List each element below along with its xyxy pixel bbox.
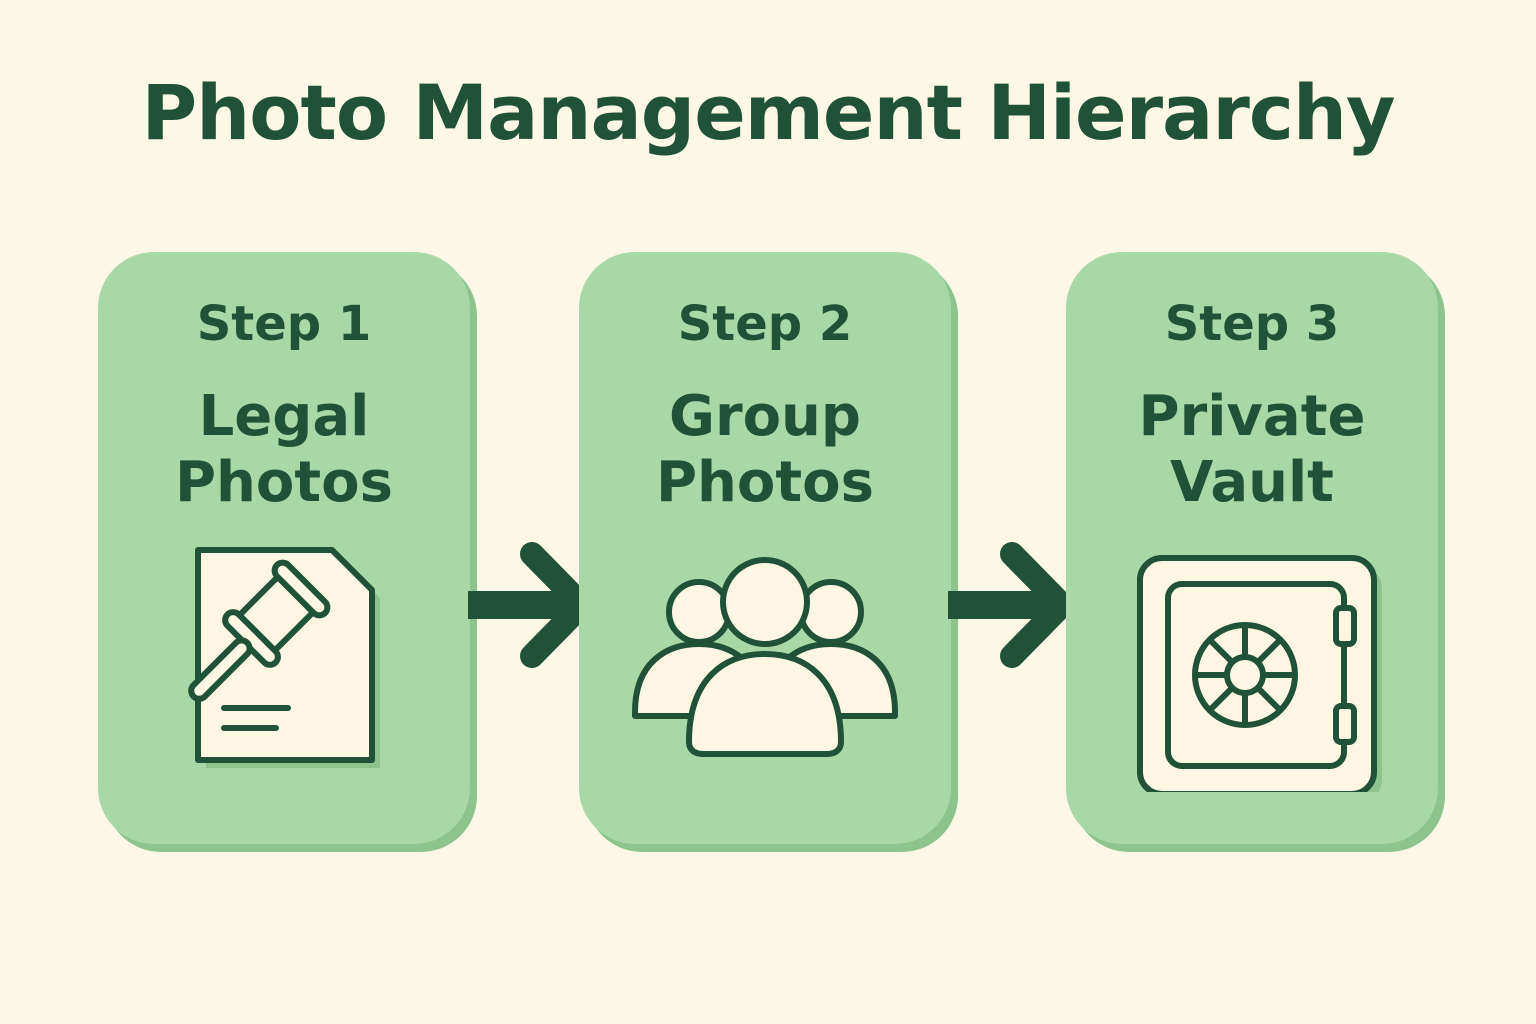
- step-card-legal-photos: Step 1 Legal Photos: [98, 252, 470, 844]
- step-card-private-vault: Step 3 Private Vault: [1066, 252, 1438, 844]
- step-number: Step 3: [1164, 296, 1340, 352]
- safe-vault-icon: [1137, 555, 1382, 792]
- step-title: Private Vault: [1066, 384, 1438, 516]
- step-title-line: Legal: [198, 384, 370, 449]
- step-number: Step 1: [196, 296, 372, 352]
- step-card-group-photos: Step 2 Group Photos: [579, 252, 951, 844]
- page-title: Photo Management Hierarchy: [141, 68, 1395, 157]
- step-title-line: Group: [668, 384, 861, 449]
- step-title-line: Photos: [175, 450, 393, 515]
- step-number: Step 2: [677, 296, 853, 352]
- right-arrow-icon: [468, 542, 594, 668]
- step-title-line: Vault: [1170, 450, 1334, 515]
- group-people-icon: [632, 557, 898, 757]
- step-title: Legal Photos: [98, 384, 470, 516]
- gavel-document-icon: [188, 547, 380, 768]
- step-title-line: Private: [1138, 384, 1366, 449]
- step-title-line: Photos: [656, 450, 874, 515]
- step-title: Group Photos: [579, 384, 951, 516]
- right-arrow-icon: [948, 542, 1074, 668]
